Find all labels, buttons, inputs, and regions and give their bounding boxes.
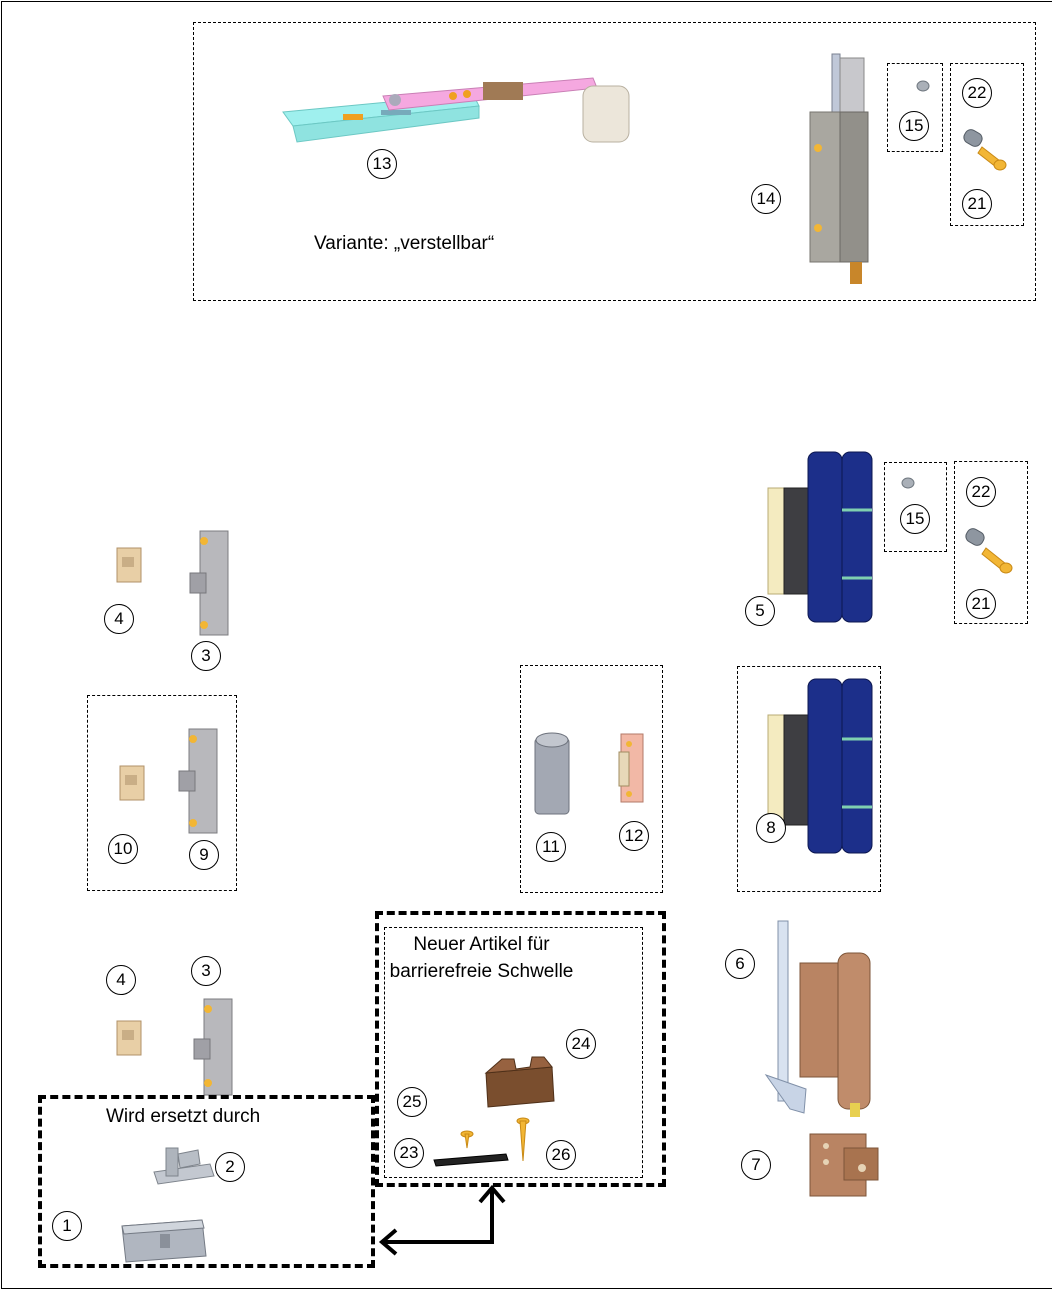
part-6-drawing (760, 917, 880, 1117)
part-7-drawing (804, 1128, 884, 1198)
part-number-6: 6 (725, 949, 755, 979)
part-number-7: 7 (741, 1150, 771, 1180)
